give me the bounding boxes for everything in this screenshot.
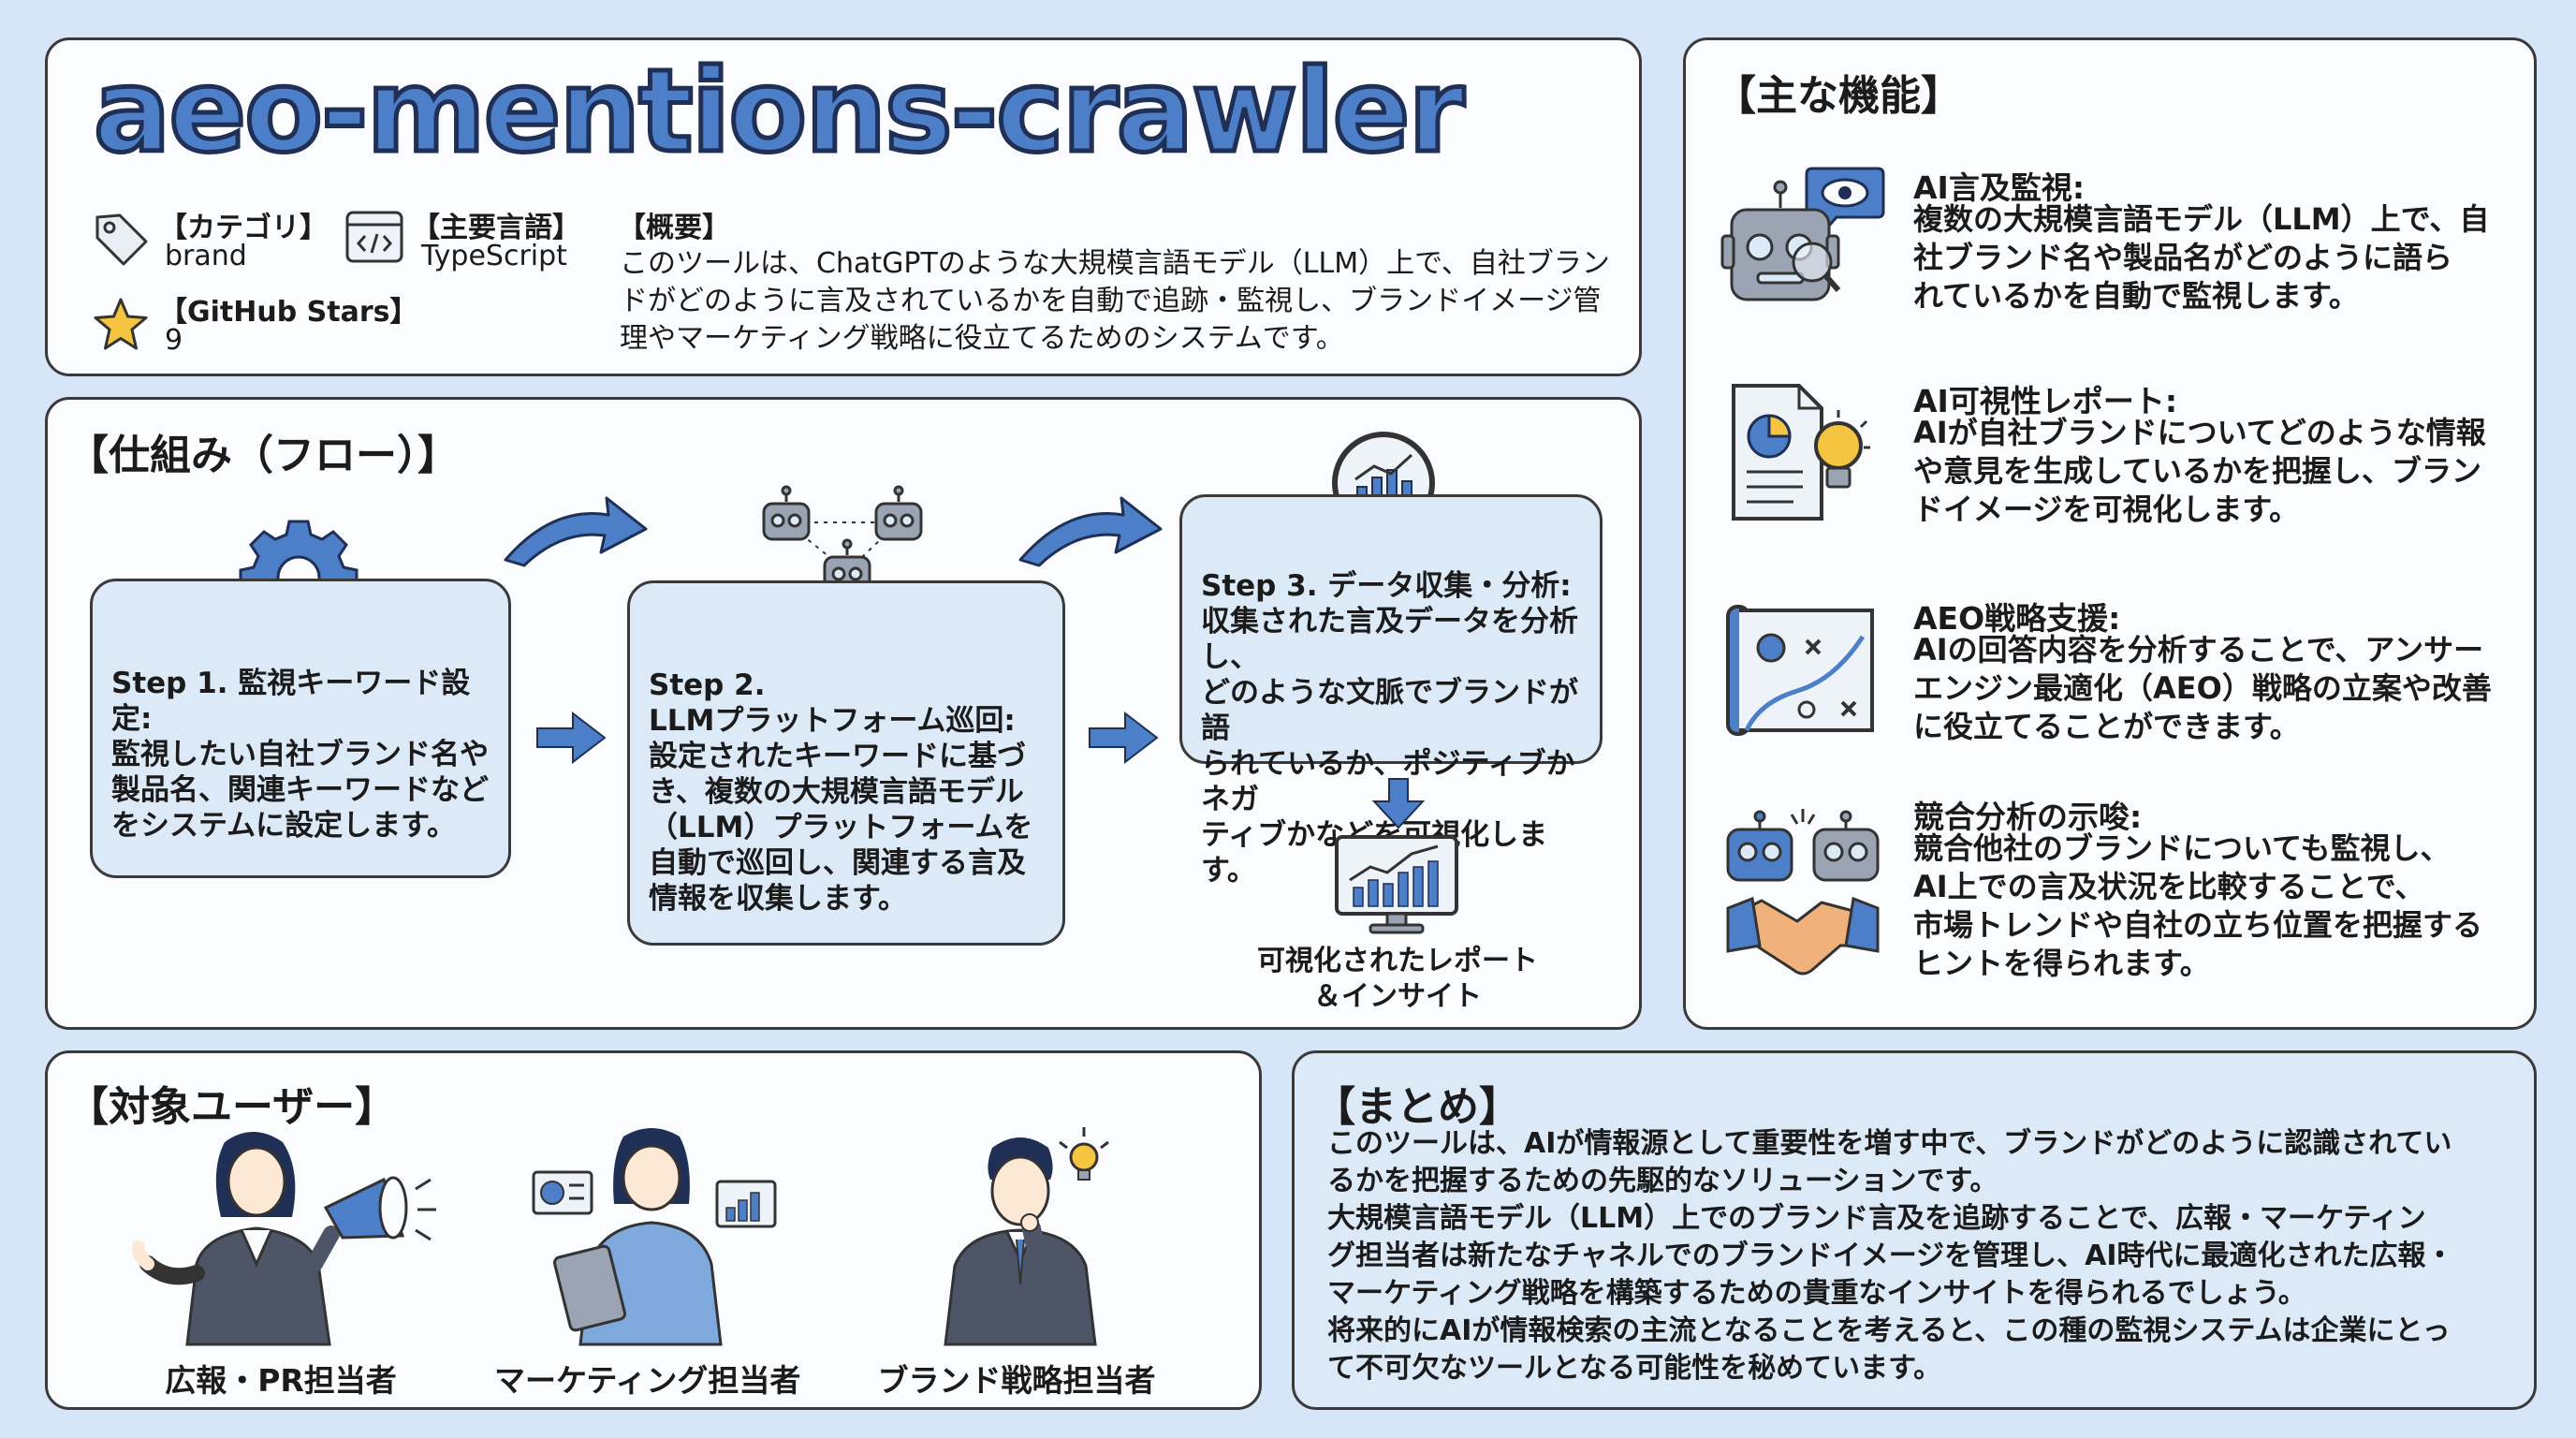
user3-caption: ブランド戦略担当者 — [877, 1362, 1156, 1399]
step2-box: Step 2. LLMプラットフォーム巡回: 設定されたキーワードに基づ き、複… — [627, 580, 1065, 946]
summary-panel — [1292, 1050, 2537, 1410]
strategy-map-icon — [1726, 605, 1874, 736]
feature1-desc: 複数の大規模言語モデル（LLM）上で、自 社ブランド名や製品名がどのように語ら … — [1913, 201, 2490, 314]
arrow-down-icon — [1371, 778, 1426, 829]
curved-arrow-icon — [504, 496, 648, 567]
robot-eye-icon — [1720, 167, 1885, 301]
overview-label: 【概要】 — [618, 212, 730, 244]
overview-text: このツールは、ChatGPTのような大規模言語モデル（LLM）上で、自社ブラン … — [620, 247, 1610, 355]
summary-title: 【まとめ】 — [1314, 1083, 1520, 1131]
monitor-chart-icon — [1335, 835, 1458, 934]
stars-label: 【GitHub Stars】 — [159, 296, 418, 329]
step1-box: Step 1. 監視キーワード設定: 監視したい自社ブランド名や 製品名、関連キ… — [90, 579, 511, 878]
code-icon — [345, 211, 403, 263]
output-caption: 可視化されたレポート ＆インサイト — [1257, 945, 1538, 1013]
step3-box: Step 3. データ収集・分析: 収集された言及データを分析し、 どのような文… — [1179, 494, 1603, 888]
feature3-title: AEO戦略支援: — [1913, 600, 2121, 637]
user1-caption: 広報・PR担当者 — [165, 1362, 397, 1399]
pr-person-icon — [131, 1132, 436, 1346]
feature1-title: AI言及監視: — [1913, 169, 2086, 206]
star-icon — [94, 298, 148, 350]
category-label: 【カテゴリ】 — [159, 212, 328, 244]
feature2-title: AI可視性レポート: — [1913, 383, 2178, 419]
robots-handshake-icon — [1726, 809, 1880, 976]
feature3-desc: AIの回答内容を分析することで、アンサー エンジン最適化（AEO）戦略の立案や改… — [1913, 632, 2492, 744]
users-title: 【対象ユーザー】 — [67, 1083, 397, 1131]
arrow-right-icon — [536, 711, 607, 765]
language-label: 【主要言語】 — [412, 212, 580, 244]
report-bulb-icon — [1732, 384, 1870, 521]
tag-icon — [95, 213, 148, 266]
feature4-title: 競合分析の示唆: — [1913, 799, 2143, 835]
language-value: TypeScript — [421, 240, 567, 272]
arrow-right-icon — [1089, 711, 1159, 765]
features-title: 【主な機能】 — [1715, 72, 1962, 120]
feature4-desc: 競合他社のブランドについても監視し、 AI上での言及状況を比較することで、 市場… — [1913, 830, 2483, 981]
marketer-person-icon — [532, 1128, 777, 1346]
feature2-desc: AIが自社ブランドについてどのような情報 や意見を生成しているかを把握し、ブラン… — [1913, 415, 2486, 527]
flow-title: 【仕組み（フロー）】 — [67, 432, 459, 479]
header-panel — [45, 37, 1642, 376]
category-value: brand — [165, 240, 247, 272]
user2-caption: マーケティング担当者 — [494, 1362, 801, 1399]
project-title: aeo-mentions-crawler — [92, 45, 1468, 178]
stars-value: 9 — [165, 324, 183, 357]
strategist-person-icon — [944, 1127, 1109, 1346]
summary-text: このツールは、AIが情報源として重要性を増す中で、ブランドがどのように認識されて… — [1327, 1127, 2454, 1385]
curved-arrow-icon — [1018, 496, 1163, 567]
